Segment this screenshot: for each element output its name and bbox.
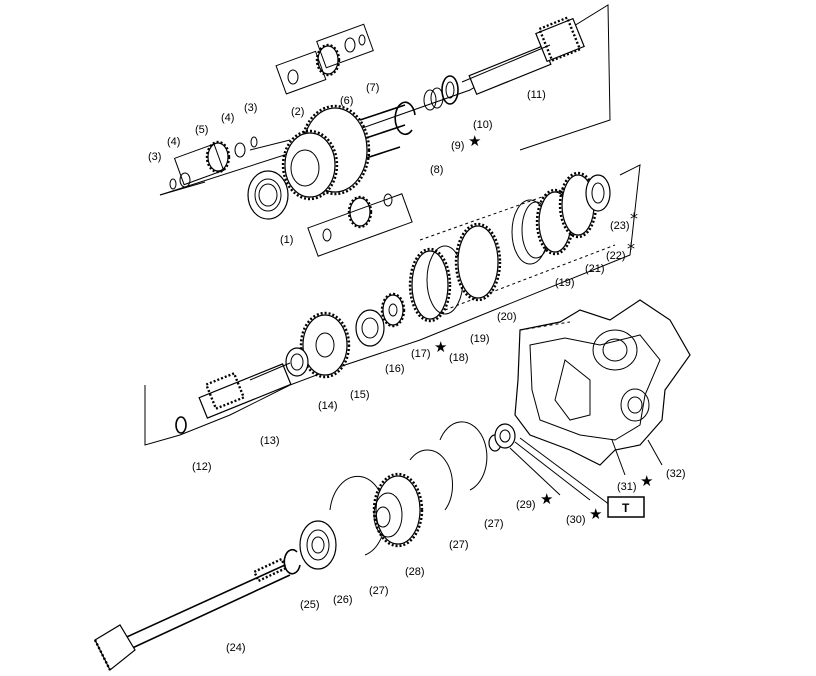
nut-30 bbox=[494, 423, 516, 449]
snap-ring-8 bbox=[394, 101, 416, 136]
label-23: (23) bbox=[610, 220, 630, 232]
star-30: ★ bbox=[589, 505, 602, 523]
label-15: (15) bbox=[350, 389, 370, 401]
asterisk-23: * bbox=[630, 209, 638, 228]
label-26: (26) bbox=[333, 594, 353, 606]
label-10: (10) bbox=[473, 119, 493, 131]
bearing-14 bbox=[285, 347, 309, 377]
top-outline-segment bbox=[159, 181, 206, 196]
snap-ring-25 bbox=[283, 548, 301, 575]
torque-box bbox=[607, 496, 645, 518]
label-5: (5) bbox=[195, 124, 208, 136]
label-29: (29) bbox=[516, 499, 536, 511]
star-29: ★ bbox=[540, 490, 553, 508]
label-18: (18) bbox=[449, 352, 469, 364]
washer-12 bbox=[175, 416, 187, 434]
label-31: (31) bbox=[617, 481, 637, 493]
leader-31 bbox=[611, 439, 626, 476]
leader-t bbox=[519, 437, 611, 506]
bearing-16 bbox=[355, 309, 385, 347]
label-6: (6) bbox=[340, 95, 353, 107]
label-17: (17) bbox=[411, 348, 431, 360]
gear-17 bbox=[380, 292, 406, 328]
shaft-13 bbox=[198, 362, 292, 419]
washer-3 bbox=[169, 136, 258, 190]
label-12: (12) bbox=[192, 461, 212, 473]
label-32: (32) bbox=[666, 468, 686, 480]
star-17: ★ bbox=[434, 338, 447, 356]
snap-ring-27c bbox=[329, 475, 387, 556]
gear-15 bbox=[299, 311, 351, 379]
label-22: (22) bbox=[606, 250, 626, 262]
label-20: (20) bbox=[497, 311, 517, 323]
label-1: (1) bbox=[280, 234, 293, 246]
upper-pinion-gear bbox=[275, 23, 374, 95]
driven-gear-28 bbox=[372, 472, 424, 548]
label-3a: (3) bbox=[148, 151, 161, 163]
label-9: (9) bbox=[451, 140, 464, 152]
leader-30 bbox=[514, 441, 591, 501]
needle-bearing-4 bbox=[179, 142, 246, 188]
leader-32 bbox=[647, 439, 663, 466]
snap-ring-27b bbox=[409, 449, 453, 511]
snap-ring-10 bbox=[441, 75, 459, 105]
bearing-26 bbox=[299, 520, 337, 570]
label-11: (11) bbox=[527, 89, 546, 101]
output-shaft-24 bbox=[93, 557, 291, 671]
snap-ring-27a bbox=[439, 421, 488, 491]
label-21: (21) bbox=[585, 263, 605, 275]
label-2: (2) bbox=[291, 106, 304, 118]
label-7: (7) bbox=[366, 82, 379, 94]
label-14: (14) bbox=[318, 400, 338, 412]
clutch-pack-outline-top bbox=[419, 179, 591, 241]
torque-label: T bbox=[622, 501, 630, 515]
label-27c: (27) bbox=[369, 585, 389, 597]
transfer-case-housing bbox=[514, 299, 691, 466]
label-3b: (3) bbox=[244, 102, 257, 114]
drive-pinion-shaft bbox=[461, 16, 585, 96]
label-25: (25) bbox=[300, 599, 320, 611]
star-9: ★ bbox=[468, 132, 481, 150]
label-30: (30) bbox=[566, 514, 586, 526]
label-16: (16) bbox=[385, 363, 405, 375]
label-19a: (19) bbox=[470, 333, 490, 345]
clutch-plates bbox=[408, 171, 611, 323]
pinion-gear-5 bbox=[173, 140, 231, 186]
label-19b: (19) bbox=[555, 277, 575, 289]
star-31: ★ bbox=[640, 472, 653, 490]
label-4b: (4) bbox=[221, 112, 234, 124]
leader-line bbox=[249, 139, 291, 151]
label-24: (24) bbox=[226, 642, 246, 654]
planetary-carrier bbox=[281, 104, 371, 201]
label-28: (28) bbox=[405, 566, 425, 578]
middle-assembly-outline bbox=[144, 164, 641, 446]
lower-pinion-gear bbox=[307, 193, 413, 257]
label-27a: (27) bbox=[484, 518, 504, 530]
label-8: (8) bbox=[430, 164, 443, 176]
leader-29 bbox=[509, 447, 561, 496]
label-13: (13) bbox=[260, 435, 280, 447]
label-4a: (4) bbox=[167, 136, 180, 148]
washer-9 bbox=[423, 87, 444, 111]
ball-bearing-1 bbox=[247, 170, 289, 220]
label-27b: (27) bbox=[449, 539, 469, 551]
asterisk-22: * bbox=[627, 239, 635, 258]
